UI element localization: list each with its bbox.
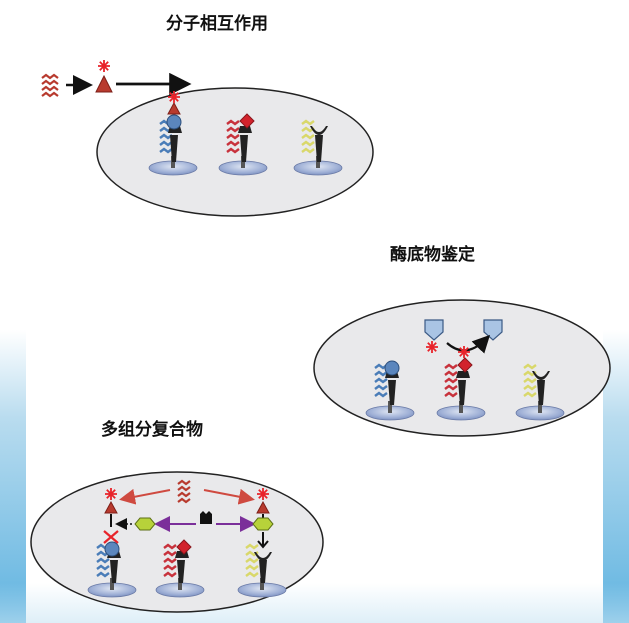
tag-triangle-right [256,500,270,514]
substrate-icon-left [424,319,444,341]
enzyme-protein-yellow-icon [515,363,565,421]
enzyme-protein-red-icon [436,345,486,421]
panel-title-complex: 多组分复合物 [101,420,203,440]
target-protein-blue-icon [148,90,198,176]
tag-triangle-left [104,500,118,514]
complex-protein-blue-icon [87,541,137,598]
panel-enzyme [313,299,611,437]
complex-cell-ellipse [30,471,324,613]
arrow-down-right [257,532,269,549]
panel-complex [30,471,324,613]
ligand-hexagon-left [134,517,156,531]
central-probe-icon [177,479,191,504]
star-marker-icon [97,59,111,73]
panel-title-interaction: 分子相互作用 [166,14,268,34]
target-protein-red-icon [218,113,268,176]
complex-protein-yellow-icon [237,543,287,598]
target-protein-yellow-icon [293,119,343,176]
enzyme-protein-blue-icon [365,360,415,421]
ligand-hexagon-right [252,517,274,531]
panel-title-enzyme: 酶底物鉴定 [390,245,475,265]
free-probe-icon [41,73,59,98]
panel-interaction [41,59,374,217]
arrow-red-to-right [203,488,255,505]
background-gradient-left [0,330,26,623]
arrow-red-to-left [119,488,171,505]
complex-protein-red-icon [155,539,205,598]
blocked-x-icon [103,530,119,544]
adaptor-fragment-icon [200,511,212,524]
tag-triangle-icon [95,74,113,93]
